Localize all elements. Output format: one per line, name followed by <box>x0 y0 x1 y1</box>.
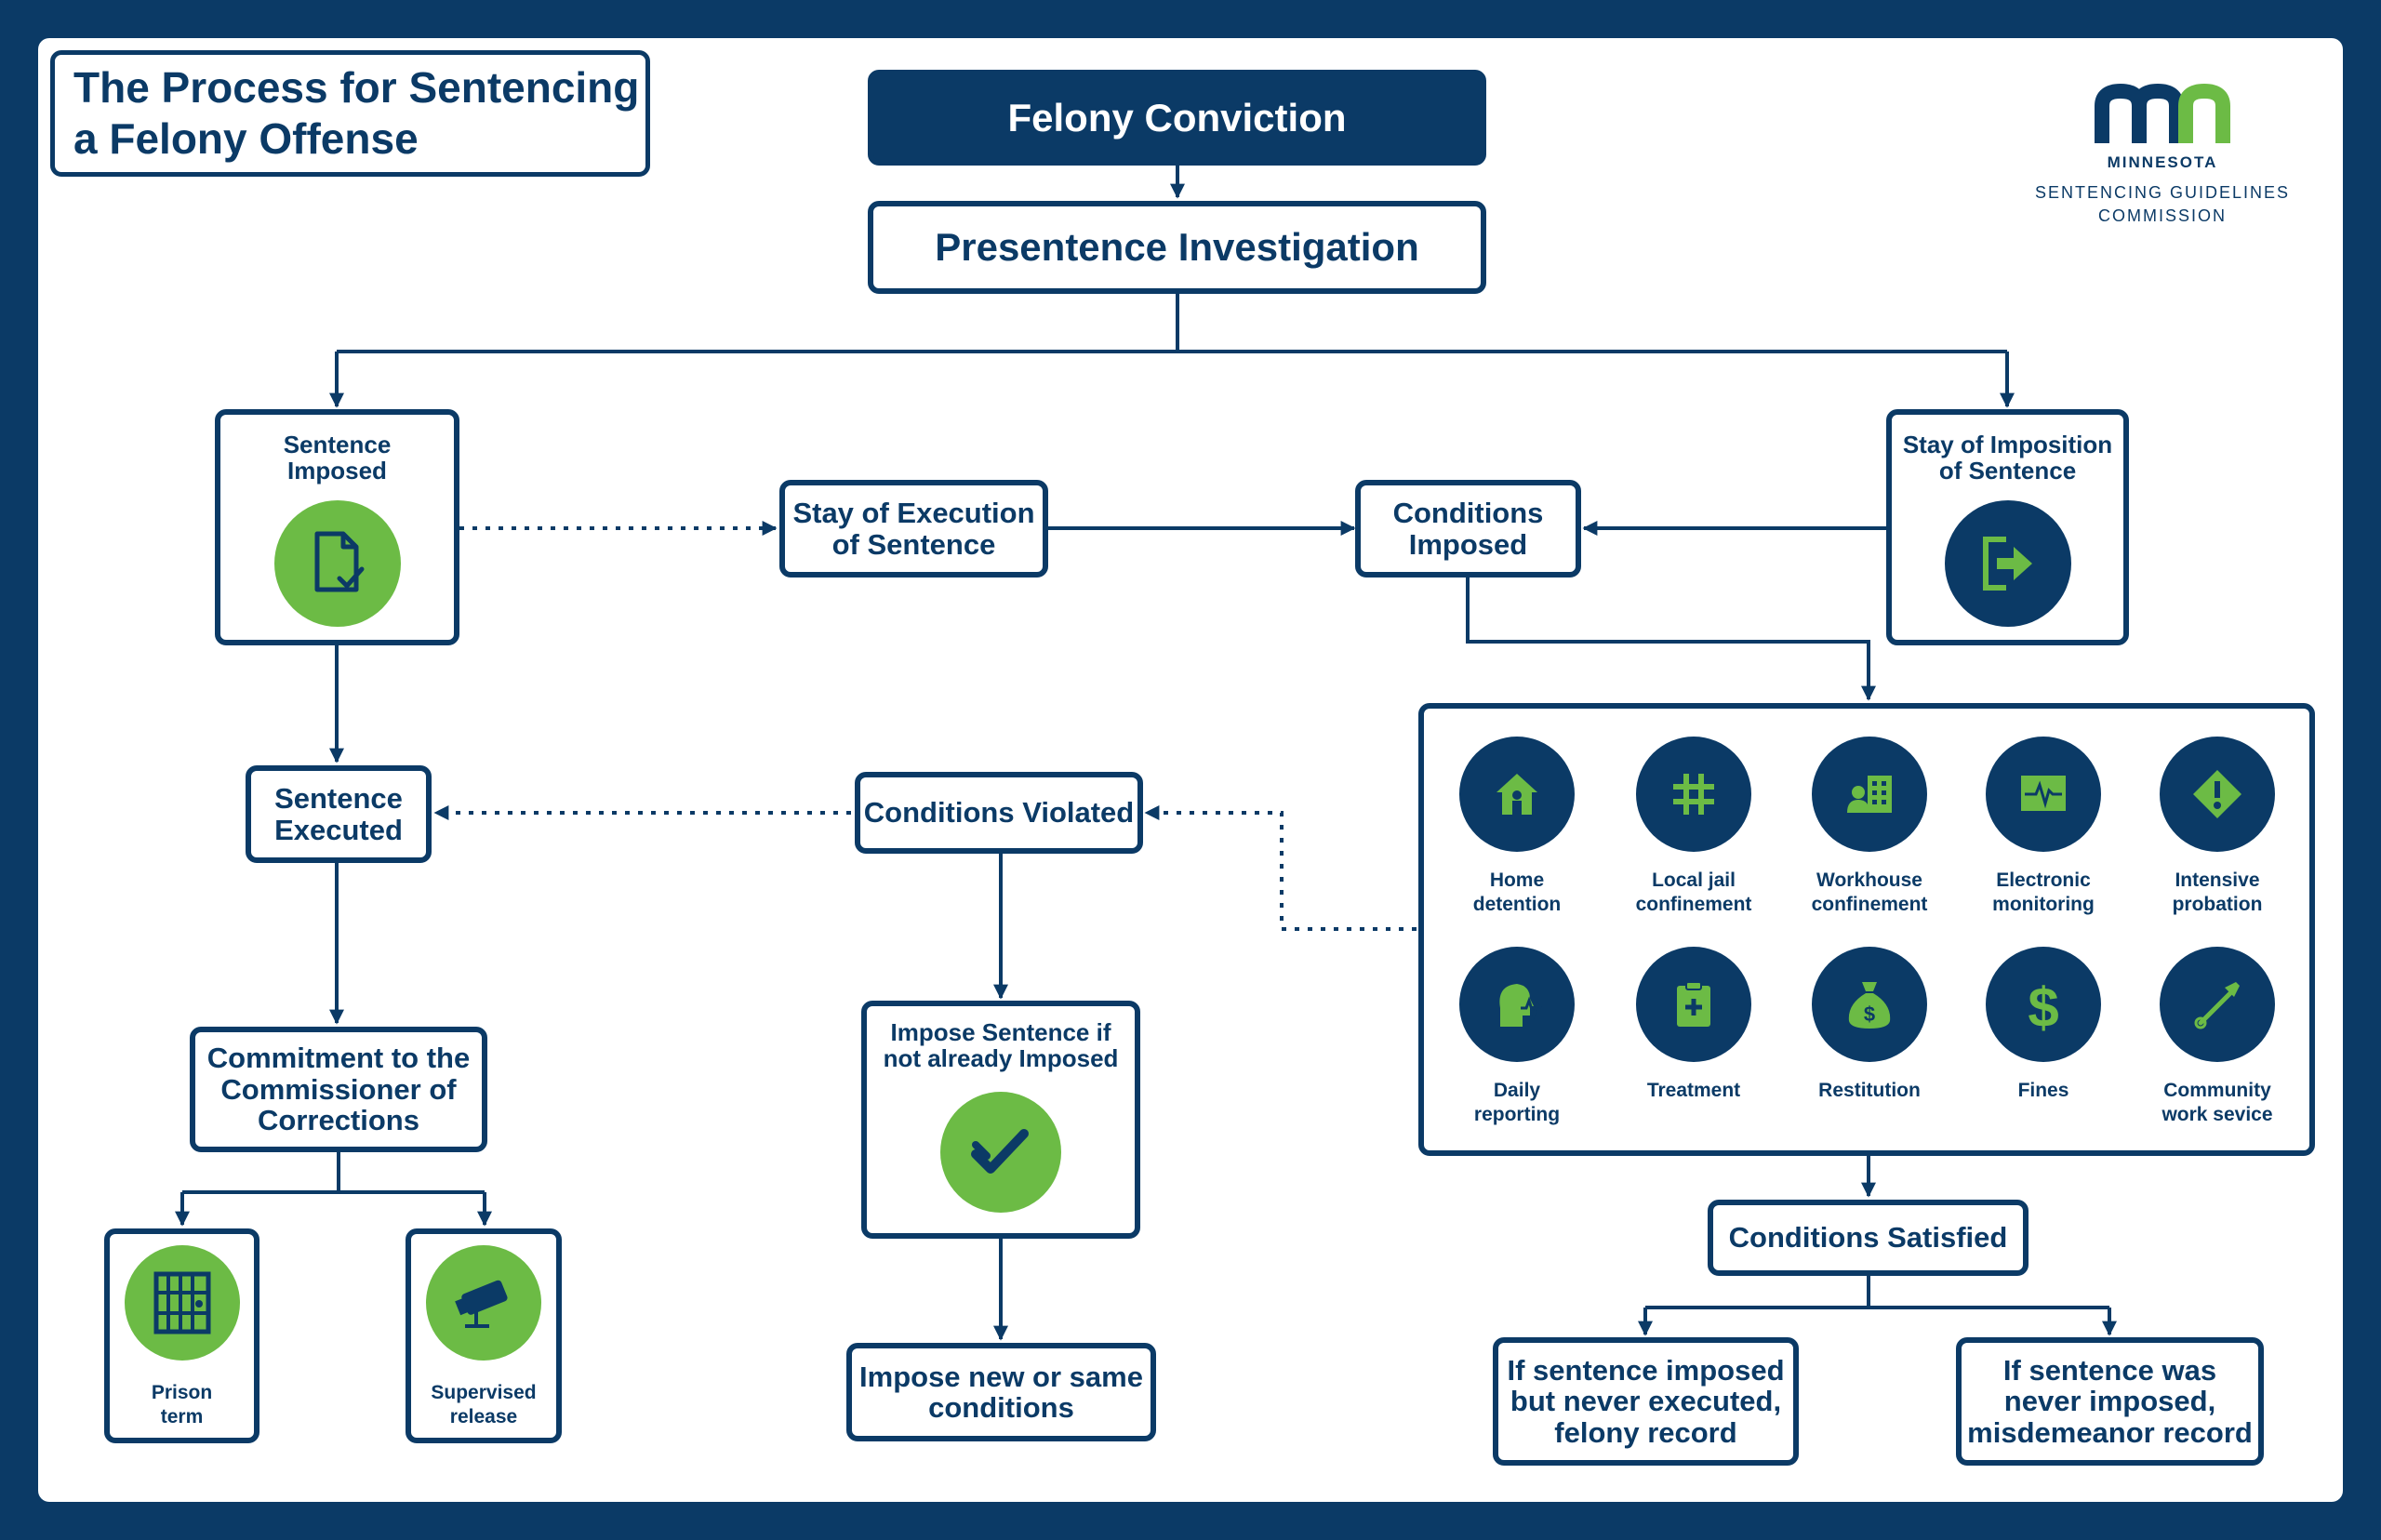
shovel-icon <box>2160 947 2275 1062</box>
house-icon <box>1459 737 1575 852</box>
condition-item: Local jail confinement <box>1605 737 1782 918</box>
workhouse-icon <box>1812 737 1927 852</box>
sentence-imposed-box: Sentence Imposed <box>215 409 459 645</box>
condition-item: Community work sevice <box>2129 947 2306 1128</box>
supervised-release-label: Supervised release <box>431 1382 537 1428</box>
prison-term-box: Prison term <box>104 1228 259 1443</box>
svg-text:$: $ <box>2028 976 2058 1034</box>
conditions-imposed-label: Conditions Imposed <box>1392 497 1544 561</box>
line-commitment-split <box>182 1152 485 1194</box>
stay-of-execution-box: Stay of Execution of Sentence <box>779 480 1048 578</box>
heartbeat-monitor-icon <box>1986 737 2101 852</box>
impose-sentence-box: Impose Sentence if not already Imposed <box>861 1001 1140 1239</box>
conditions-satisfied-box: Conditions Satisfied <box>1708 1200 2029 1276</box>
line-satisfied-split <box>1645 1276 2109 1309</box>
condition-label: Restitution <box>1818 1080 1921 1101</box>
prison-term-label: Prison term <box>151 1382 213 1428</box>
conditions-violated-label: Conditions Violated <box>863 796 1135 830</box>
exit-arrow-icon <box>1944 500 2071 628</box>
misdemeanor-record-box: If sentence was never imposed, misdemean… <box>1956 1337 2264 1466</box>
logo-state: MINNESOTA <box>2107 153 2218 171</box>
condition-label: Treatment <box>1646 1080 1741 1101</box>
mn-logo-mark <box>2095 83 2230 143</box>
condition-item: Home detention <box>1429 737 1605 918</box>
condition-label: Intensive probation <box>2172 870 2263 916</box>
document-check-icon <box>273 500 401 628</box>
sentence-executed-label: Sentence Executed <box>274 782 403 846</box>
medical-clipboard-icon <box>1636 947 1751 1062</box>
condition-item: Intensive probation <box>2129 737 2306 918</box>
misdemeanor-record-label: If sentence was never imposed, misdemean… <box>1967 1353 2253 1449</box>
stay-of-execution-label: Stay of Execution of Sentence <box>792 497 1035 561</box>
impose-sentence-label: Impose Sentence if not already Imposed <box>883 1018 1119 1073</box>
condition-item: $ Restitution <box>1781 947 1958 1103</box>
sentence-executed-box: Sentence Executed <box>246 765 432 863</box>
felony-record-box: If sentence imposed but never executed, … <box>1493 1337 1799 1466</box>
speaking-head-icon <box>1459 947 1575 1062</box>
felony-conviction-box: Felony Conviction <box>868 70 1486 166</box>
impose-conditions-label: Impose new or same conditions <box>859 1360 1143 1424</box>
security-camera-icon <box>426 1245 541 1361</box>
conditions-satisfied-label: Conditions Satisfied <box>1728 1221 2008 1255</box>
presentence-investigation-box: Presentence Investigation <box>868 201 1486 294</box>
condition-label: Electronic monitoring <box>1992 870 2095 916</box>
dotted-arrow-list-to-violated <box>1144 805 1417 931</box>
conditions-imposed-box: Conditions Imposed <box>1355 480 1581 578</box>
line-investigation-split <box>337 294 2007 353</box>
svg-text:$: $ <box>1864 1002 1875 1026</box>
page-title-box: The Process for Sentencing a Felony Offe… <box>50 50 650 177</box>
dollar-icon: $ <box>1986 947 2101 1062</box>
logo-org-line1: SENTENCING GUIDELINES <box>2034 183 2291 202</box>
stay-of-imposition-label: Stay of Imposition of Sentence <box>1902 431 2113 485</box>
condition-item: Workhouse confinement <box>1781 737 1958 918</box>
condition-item: Daily reporting <box>1429 947 1605 1128</box>
condition-item: Treatment <box>1605 947 1782 1103</box>
condition-label: Local jail confinement <box>1635 870 1752 916</box>
supervised-release-box: Supervised release <box>406 1228 562 1443</box>
page-title: The Process for Sentencing a Felony Offe… <box>73 62 640 163</box>
jail-bars-icon <box>1636 737 1751 852</box>
condition-label: Workhouse confinement <box>1811 870 1928 916</box>
condition-label: Fines <box>2017 1080 2069 1101</box>
sentence-imposed-label: Sentence Imposed <box>283 431 392 485</box>
arrow-conditions-to-list <box>1466 578 1876 701</box>
conditions-violated-box: Conditions Violated <box>855 772 1143 854</box>
condition-label: Community work sevice <box>2162 1080 2273 1126</box>
commitment-label: Commitment to the Commissioner of Correc… <box>206 1042 471 1137</box>
double-check-icon <box>940 1092 1061 1214</box>
condition-label: Home detention <box>1472 870 1562 916</box>
stay-of-imposition-box: Stay of Imposition of Sentence <box>1886 409 2129 645</box>
felony-record-label: If sentence imposed but never executed, … <box>1507 1353 1785 1449</box>
commitment-box: Commitment to the Commissioner of Correc… <box>190 1027 487 1152</box>
mn-logo: MINNESOTA SENTENCING GUIDELINES COMMISSI… <box>2009 82 2316 226</box>
condition-label: Daily reporting <box>1473 1080 1561 1126</box>
money-bag-icon: $ <box>1812 947 1927 1062</box>
condition-item: Electronic monitoring <box>1955 737 2132 918</box>
felony-conviction-label: Felony Conviction <box>1007 95 1347 139</box>
presentence-investigation-label: Presentence Investigation <box>935 225 1419 270</box>
prison-cell-icon <box>124 1245 240 1361</box>
condition-item: $ Fines <box>1955 947 2132 1103</box>
logo-org-line2: COMMISSION <box>2097 206 2227 225</box>
warning-diamond-icon <box>2160 737 2275 852</box>
impose-conditions-box: Impose new or same conditions <box>846 1343 1156 1441</box>
